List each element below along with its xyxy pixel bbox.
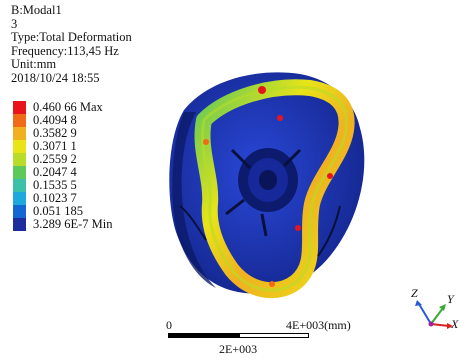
legend-swatch	[13, 192, 26, 205]
legend-value: 0.3582 9	[33, 126, 77, 140]
legend-swatch	[13, 166, 26, 179]
scale-start-label: 0	[166, 318, 172, 332]
legend-swatch	[13, 218, 26, 231]
legend-swatch	[13, 179, 26, 192]
legend-row: 0.3071 1	[13, 139, 183, 153]
hotspot	[203, 139, 209, 145]
legend-swatch	[13, 140, 26, 153]
frequency: Frequency:113,45 Hz	[11, 43, 119, 58]
edge-detail	[317, 205, 341, 257]
scale-end-label: 4E+003(mm)	[286, 318, 351, 332]
legend-swatch	[13, 205, 26, 218]
legend-value: 0.1535 5	[33, 178, 77, 192]
hotspot	[327, 173, 333, 179]
legend-value: 0.051 185	[33, 204, 83, 218]
mode-number: 3	[11, 16, 18, 31]
legend-value: 0.4094 8	[33, 113, 77, 127]
analysis-name: B:Modal1	[11, 3, 62, 17]
hotspot	[269, 281, 275, 287]
scale-mid-label: 2E+003	[219, 342, 258, 356]
band-edge	[201, 85, 349, 292]
y-axis-label: Y	[447, 292, 454, 306]
legend-value: 0.1023 7	[33, 191, 77, 205]
scale-segment-dark	[168, 333, 239, 338]
unit: Unit:mm	[11, 57, 57, 72]
legend-value: 0.2559 2	[33, 152, 77, 166]
scale-segment-light	[239, 333, 309, 338]
z-axis-label: Z	[411, 286, 418, 300]
triad-arrows-icon	[415, 300, 453, 329]
legend-swatch	[13, 114, 26, 127]
legend-row: 0.1535 5	[13, 178, 183, 192]
coordinate-triad: Z Y X	[405, 286, 465, 336]
timestamp: 2018/10/24 18:55	[11, 70, 100, 85]
legend-row: 0.2047 4	[13, 165, 183, 179]
internal-ribs	[225, 148, 302, 237]
legend-value: 0.460 66 Max	[33, 100, 103, 114]
legend-value: 3.289 6E-7 Min	[33, 217, 113, 231]
result-info: B:Modal1 3 Type:Total Deformation Freque…	[11, 3, 132, 86]
legend-row: 0.2559 2	[13, 152, 183, 166]
hotspot	[295, 225, 301, 231]
hotspot	[277, 115, 283, 121]
legend-value: 0.2047 4	[33, 165, 77, 179]
legend-swatch	[13, 153, 26, 166]
part-rim	[172, 112, 216, 288]
legend-swatch	[13, 101, 26, 114]
legend-row: 0.051 185	[13, 204, 183, 218]
legend-row: 0.4094 8	[13, 113, 183, 127]
hub-hole	[259, 170, 277, 190]
legend-row: 0.3582 9	[13, 126, 183, 140]
x-axis-label: X	[451, 317, 459, 331]
legend-row: 0.460 66 Max	[13, 100, 183, 114]
legend-swatch	[13, 127, 26, 140]
legend-row: 0.1023 7	[13, 191, 183, 205]
max-hotspot	[258, 86, 266, 94]
legend-row: 3.289 6E-7 Min	[13, 217, 183, 231]
result-type: Type:Total Deformation	[11, 30, 132, 45]
edge-detail	[179, 205, 207, 241]
legend-value: 0.3071 1	[33, 139, 77, 153]
